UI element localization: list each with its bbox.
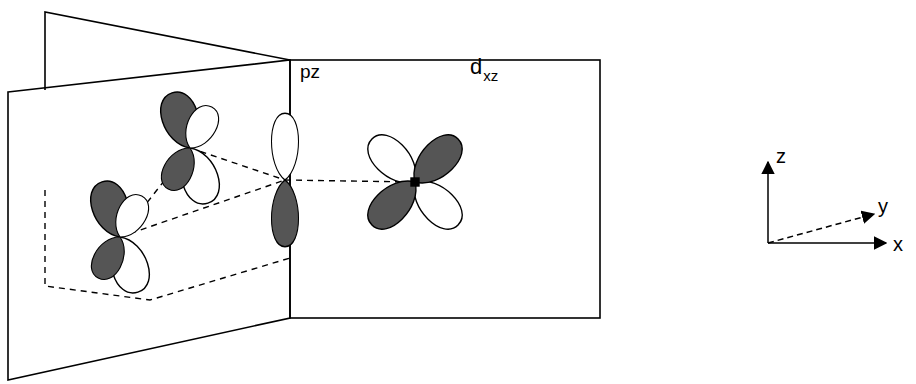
p-orbital-left: [85, 176, 155, 297]
pz-orbital: [272, 113, 299, 246]
dxz-orbital: [360, 127, 470, 237]
orbital-label: pz: [300, 62, 320, 81]
bond-lines: [45, 148, 415, 300]
p-orbital-middle: [155, 87, 225, 208]
axis-label: z: [776, 146, 786, 166]
planes: [8, 12, 600, 380]
axis-label: y: [878, 196, 888, 216]
axis-label: x: [893, 234, 903, 254]
axes: [768, 162, 886, 243]
orbital-subscript: xz: [483, 68, 498, 83]
orbital-label: d: [470, 56, 482, 78]
